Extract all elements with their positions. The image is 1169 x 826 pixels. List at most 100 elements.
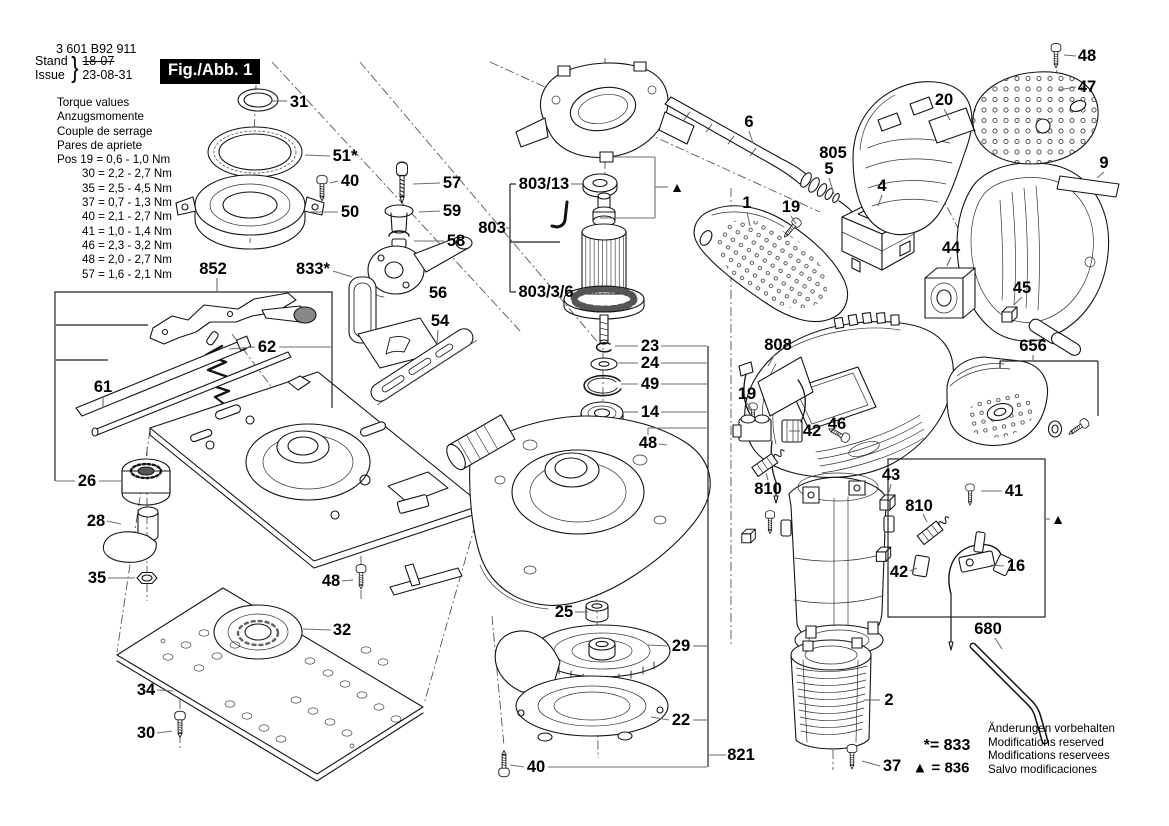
leader-line-44	[946, 256, 952, 267]
part-label-56: 56	[428, 283, 448, 302]
part-label-24: 24	[640, 353, 660, 372]
notice-en: Modifications reserved	[988, 735, 1104, 749]
leader-line-34	[156, 689, 174, 692]
stator-group	[790, 637, 872, 770]
part-label-14: 14	[640, 402, 660, 421]
leader-line-62	[228, 346, 256, 350]
part-label-19-body: 19	[737, 384, 757, 403]
leader-line-40-top	[329, 180, 339, 184]
part-label-805: 805	[819, 143, 847, 162]
leader-line-54	[436, 329, 439, 345]
leader-line-833	[332, 270, 353, 278]
leader-line-47	[1057, 86, 1077, 91]
leader-line-19-switch	[790, 215, 797, 225]
part-label-19-switch: 19	[781, 197, 801, 216]
armature-group	[550, 173, 679, 464]
part-label-25: 25	[554, 602, 574, 621]
torque-table: Torque values Anzugsmomente Couple de se…	[57, 96, 172, 282]
leader-line-810-left	[765, 472, 769, 481]
part-label-26: 26	[77, 471, 97, 490]
part-label-9: 9	[1099, 153, 1109, 172]
leader-line-6	[748, 130, 754, 144]
bushing-group	[102, 458, 171, 585]
part-label-20: 20	[934, 90, 954, 109]
part-label-810-right: 810	[905, 496, 933, 515]
leader-line-20	[943, 108, 951, 121]
leader-line-40-bottom	[509, 764, 525, 768]
part-label-22: 22	[671, 710, 691, 729]
part-label-46: 46	[827, 414, 847, 433]
part-label-803-3-6: 803/3/6	[518, 282, 574, 301]
leader-line-4	[877, 194, 883, 207]
part-label-821: 821	[727, 745, 755, 764]
leader-lines	[56, 54, 1105, 768]
figure-label: Fig./Abb. 1	[160, 59, 261, 84]
part-label-31: 31	[289, 92, 309, 111]
part-label-61: 61	[93, 377, 113, 396]
stand-label: Stand	[35, 54, 68, 68]
part-label-legend-triangle: ▲ = 836	[912, 759, 970, 777]
leader-line-46	[836, 432, 843, 441]
date-superseded: 18-07	[82, 54, 115, 68]
part-label-810-left: 810	[754, 479, 782, 498]
part-label-48-tr: 48	[1077, 46, 1097, 65]
part-label-1: 1	[742, 193, 752, 212]
part-label-680: 680	[974, 619, 1002, 638]
leader-line-30	[156, 730, 173, 734]
part-label-4: 4	[877, 176, 887, 195]
notice-es: Salvo modificaciones	[988, 762, 1097, 776]
leader-line-808	[767, 353, 776, 367]
part-label-656: 656	[1019, 336, 1047, 355]
part-label-59: 59	[442, 201, 462, 220]
torque-row-19: Pos 19 = 0,6 - 1,0 Nm	[57, 153, 171, 167]
part-label-5: 5	[824, 159, 834, 178]
part-label-23: 23	[640, 336, 660, 355]
part-label-37: 37	[882, 756, 902, 775]
part-label-41: 41	[1004, 481, 1024, 500]
part-label-tri-top: ▲	[670, 179, 684, 195]
bearing-bracket-cover	[515, 61, 695, 163]
part-label-42-upper: 42	[802, 421, 822, 440]
part-label-48-plate: 48	[321, 571, 341, 590]
part-label-50: 50	[340, 202, 360, 221]
part-label-852: 852	[199, 259, 227, 278]
part-label-tri-right: ▲	[1051, 511, 1065, 527]
pad-drive-group	[494, 600, 671, 778]
brace-glyph: }	[70, 51, 79, 84]
notice-de: Änderungen vorbehalten	[988, 722, 1115, 735]
clamp-lever-group	[348, 161, 477, 406]
torque-row-46: 46 = 2,3 - 3,2 Nm	[82, 238, 172, 252]
torque-row-48: 48 = 2,0 - 2,7 Nm	[82, 253, 172, 267]
leader-line-32	[302, 628, 332, 631]
frame-assembly-852	[75, 292, 317, 437]
leader-line-45	[1013, 296, 1023, 306]
part-label-62: 62	[257, 337, 277, 356]
leader-line-37	[861, 760, 881, 767]
notice-fr: Modifications reservees	[988, 749, 1110, 763]
part-label-47: 47	[1077, 77, 1097, 96]
part-label-58: 58	[446, 231, 466, 250]
leader-line-680	[994, 637, 1003, 650]
leader-line-48-mid	[658, 443, 668, 446]
leader-line-43	[888, 483, 892, 493]
part-label-6: 6	[744, 112, 754, 131]
part-label-803-13: 803/13	[518, 174, 570, 193]
torque-row-41: 41 = 1,0 - 1,4 Nm	[82, 224, 172, 238]
document-part-number: 3 601 B92 911	[56, 42, 137, 56]
torque-heading-en: Torque values	[57, 96, 130, 109]
part-label-42-lower: 42	[889, 562, 909, 581]
modifications-notice: Änderungen vorbehalten Modifications res…	[988, 722, 1115, 776]
leader-line-59	[418, 210, 441, 213]
cable-and-handle	[664, 96, 857, 323]
dust-filter-47-and-stickers	[928, 42, 1120, 198]
torque-row-35: 35 = 2,5 - 4,5 Nm	[82, 181, 172, 195]
hex-key-680	[969, 642, 1049, 745]
part-label-40-top: 40	[340, 171, 360, 190]
torque-heading-de: Anzugsmomente	[57, 110, 144, 124]
part-label-30: 30	[136, 723, 156, 742]
part-label-57: 57	[442, 173, 462, 192]
part-label-16: 16	[1006, 556, 1026, 575]
leader-line-5	[828, 177, 835, 195]
torque-heading-fr: Couple de serrage	[57, 124, 153, 138]
